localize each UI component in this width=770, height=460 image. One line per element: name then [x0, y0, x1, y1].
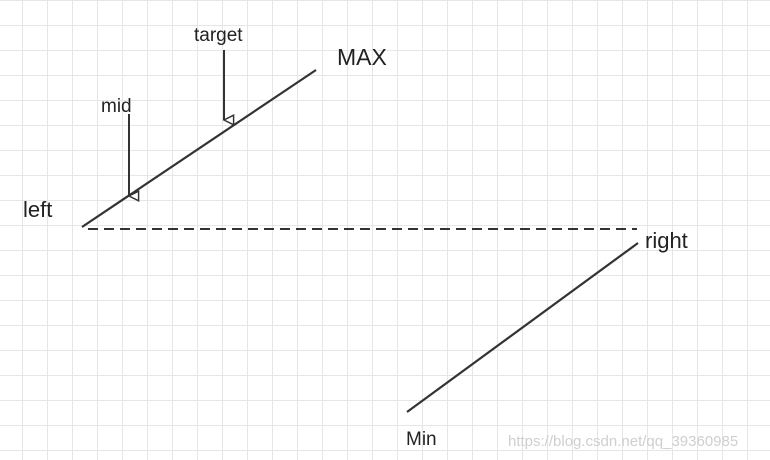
- label-min: Min: [406, 429, 437, 450]
- watermark-text: https://blog.csdn.net/qq_39360985: [508, 433, 738, 450]
- label-max: MAX: [337, 44, 387, 70]
- label-right: right: [645, 228, 688, 253]
- label-target: target: [194, 25, 243, 46]
- label-mid: mid: [101, 96, 132, 117]
- label-left: left: [23, 197, 52, 222]
- upper-ascending-line: [81, 69, 317, 228]
- lower-ascending-line: [406, 242, 639, 413]
